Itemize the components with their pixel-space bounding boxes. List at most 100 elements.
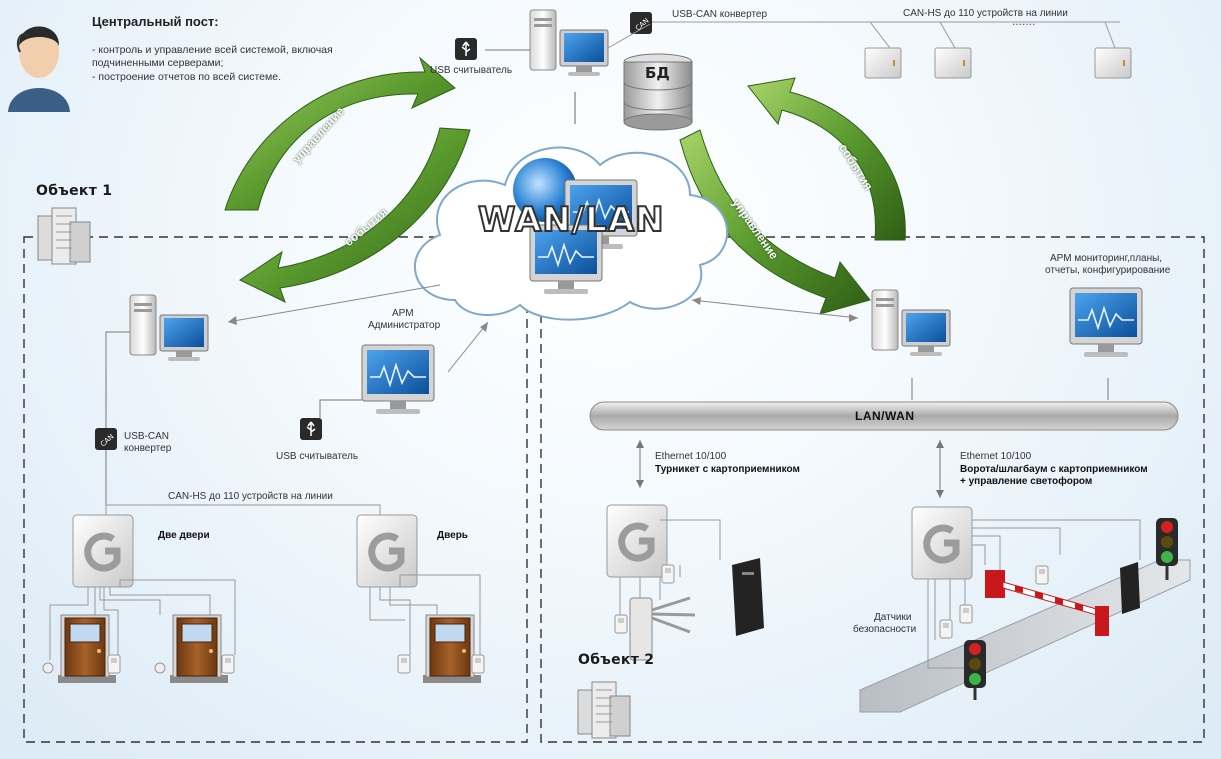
controller-wiring: [49, 579, 236, 660]
object1-can-hs-label: CAN-HS до 110 устройств на линии: [168, 491, 333, 502]
admin-workstation-icon: [361, 344, 435, 415]
central-post-line: подчиненными серверами;: [92, 57, 224, 69]
door-icon: [57, 614, 117, 684]
globe-icon: [513, 158, 577, 222]
wan-lan-cloud: [413, 146, 728, 321]
object1-usb-can-label: USB-CAN: [124, 431, 170, 442]
arrowhead: [636, 480, 644, 488]
object1-building-icon: [37, 207, 91, 265]
arrowhead: [636, 440, 644, 448]
object1-usb-reader-icon: [299, 417, 323, 441]
object1-usb-can-label: конвертер: [124, 443, 172, 454]
card-reader-icon: [107, 654, 121, 674]
card-collector-icon: [1120, 562, 1140, 614]
controller-one-door-icon: [357, 515, 417, 587]
safety-sensor-icon: [939, 619, 953, 639]
turnstile-label: Турникет с картоприемником: [655, 464, 800, 475]
arrowhead: [849, 314, 858, 322]
lan-wan-bus: [589, 401, 1179, 431]
two-doors-label: Две двери: [158, 530, 210, 541]
object2-building-icon: [577, 681, 631, 739]
object2-border: [540, 236, 1205, 743]
top-usb-can-label: USB-CAN конвертер: [672, 9, 768, 20]
turnstile-controller-icon: [607, 505, 667, 577]
arrowhead: [228, 316, 237, 325]
traffic-light-icon: [964, 640, 986, 688]
eth-right-label: Ethernet 10/100: [960, 451, 1032, 462]
arrowhead: [936, 490, 944, 498]
exit-button-icon: [154, 662, 166, 674]
central-post-line: - построение отчетов по всей системе.: [92, 71, 281, 83]
right-events-arrow: [747, 77, 906, 241]
can-device-icon: [864, 47, 902, 79]
object1-border: [23, 236, 528, 743]
wan-lan-label: WAN/LAN: [477, 199, 665, 241]
top-usb-reader-label: USB считыватель: [430, 65, 513, 76]
object1-usb-reader-label: USB считыватель: [276, 451, 359, 462]
card-collector-icon: [732, 558, 764, 636]
one-door-label: Дверь: [437, 530, 468, 541]
database-icon: [623, 53, 693, 131]
card-reader-icon: [661, 564, 675, 584]
gate-label-line: Ворота/шлагбаум с картоприемником: [960, 464, 1148, 475]
gate-controller-icon: [912, 507, 972, 579]
usb-can-icon: [630, 12, 652, 34]
connector-line: [105, 331, 130, 428]
sensors-label-line: Датчики: [874, 612, 912, 623]
usb-reader-icon: [454, 37, 478, 61]
object1-usb-can-icon: [95, 428, 117, 450]
object1-server-icon: [129, 294, 209, 362]
controller-wiring: [619, 519, 721, 620]
link-arrow: [447, 321, 489, 373]
can-bus-line: [105, 504, 381, 515]
arrowhead: [692, 297, 701, 305]
safety-sensor-icon: [959, 604, 973, 624]
central-post-line: - контроль и управление всей системой, в…: [92, 44, 333, 56]
eth-left-label: Ethernet 10/100: [655, 451, 727, 462]
connector-line: [869, 21, 1116, 49]
link-arrow: [227, 284, 441, 323]
ellipsis: .......: [1012, 14, 1035, 28]
door-icon: [169, 614, 229, 684]
exit-button-icon: [42, 662, 54, 674]
sensors-label-line: безопасности: [853, 624, 917, 635]
card-reader-icon: [221, 654, 235, 674]
top-can-hs-label: CAN-HS до 110 устройств на линии: [903, 8, 1068, 19]
road: [859, 559, 1191, 713]
controller-wiring: [369, 574, 481, 655]
connector-line: [607, 23, 651, 49]
left-control-arrow: [224, 56, 456, 211]
admin-label-line: АРМ: [392, 308, 414, 319]
can-device-icon: [934, 47, 972, 79]
lan-wan-label: LAN/WAN: [855, 409, 915, 423]
traffic-light-icon: [1156, 518, 1178, 566]
operator-avatar: [8, 26, 70, 112]
central-post-title: Центральный пост:: [92, 14, 219, 29]
arrowhead: [936, 440, 944, 448]
card-reader-icon: [614, 614, 628, 634]
db-label: БД: [645, 64, 670, 82]
monitoring-workstation-icon: [1069, 287, 1143, 358]
object2-arm-label: АРМ мониторинг,планы,: [1050, 253, 1163, 264]
object1-title: Объект 1: [36, 183, 113, 199]
connector-line: [319, 399, 362, 418]
right-exchange-arrows: [679, 77, 906, 315]
can-device-icon: [1094, 47, 1132, 79]
object2-arm-label: отчеты, конфигурирование: [1045, 265, 1171, 276]
link-arrow: [691, 299, 859, 319]
controller-wiring: [927, 519, 1141, 669]
admin-label-line: Администратор: [368, 320, 441, 331]
turnstile-icon: [629, 596, 696, 661]
card-reader-icon: [397, 654, 411, 674]
card-reader-icon: [471, 654, 485, 674]
gate-label-line: + управление светофором: [960, 476, 1093, 487]
barrier-icon: [985, 570, 1109, 636]
central-server-icon: [529, 9, 609, 77]
arrowhead: [480, 322, 488, 332]
object2-server-icon: [871, 289, 951, 357]
object2-title: Объект 2: [578, 652, 655, 668]
left-events-arrow: [238, 127, 471, 303]
left-exchange-arrows: [224, 56, 471, 303]
card-reader-icon: [1035, 565, 1049, 585]
